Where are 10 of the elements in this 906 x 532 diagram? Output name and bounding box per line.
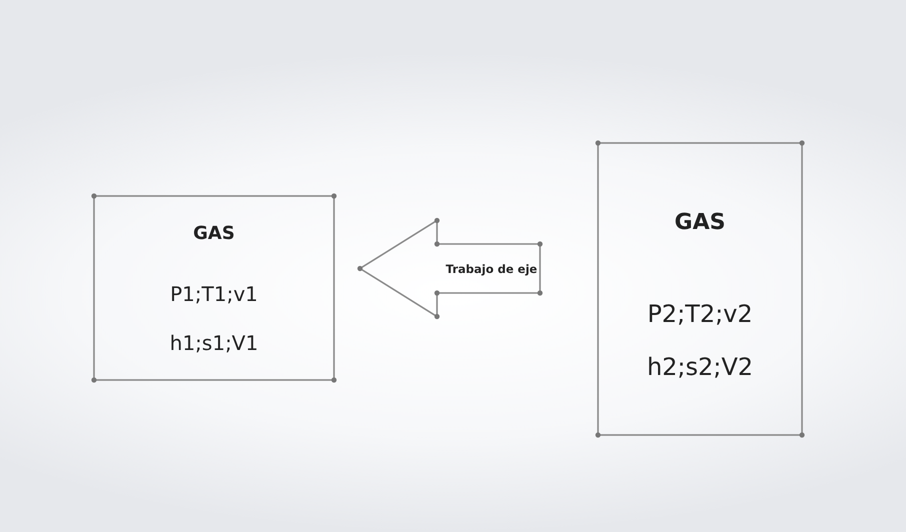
property-text: h1;s1;V1	[168, 333, 260, 353]
box-heading: GAS	[192, 225, 236, 243]
edge-label: Trabajo de eje	[446, 262, 538, 276]
state-box	[94, 196, 334, 380]
property-text: P2;T2;v2	[646, 302, 754, 326]
property-text: h2;s2;V2	[646, 355, 754, 379]
block-arrow	[357, 218, 543, 320]
box-heading: GAS	[674, 212, 726, 234]
state-box	[598, 143, 802, 435]
property-text: P1;T1;v1	[169, 284, 259, 304]
